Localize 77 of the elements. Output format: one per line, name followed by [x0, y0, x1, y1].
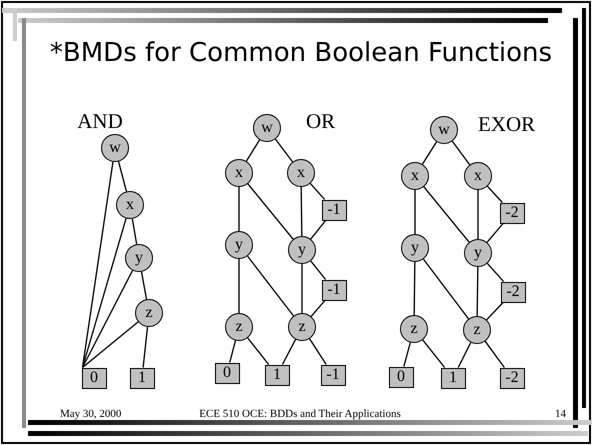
edge-line: [247, 256, 294, 316]
edge-line: [422, 258, 470, 320]
variable-node: z: [463, 316, 491, 344]
footer-title: ECE 510 OCE: BDDs and Their Applications: [199, 408, 401, 420]
terminal-node: -2: [500, 282, 526, 302]
variable-node: z: [400, 315, 428, 343]
edge-line: [484, 340, 505, 368]
edge-line: [486, 262, 504, 282]
variable-node: x: [287, 159, 315, 187]
edge-line: [238, 259, 240, 313]
edge-line: [309, 338, 327, 365]
edge-line: [142, 326, 148, 368]
terminal-node: 1: [440, 368, 466, 388]
diagram-label: EXOR: [478, 112, 536, 137]
edge-line: [310, 220, 326, 240]
variable-node: x: [464, 162, 492, 190]
variable-node: y: [464, 239, 492, 267]
terminal-node: 0: [388, 366, 414, 388]
terminal-node: -1: [322, 200, 346, 220]
edge-line: [458, 342, 472, 368]
edge-line: [246, 140, 260, 162]
variable-node: w: [253, 114, 281, 142]
variable-node: y: [125, 244, 153, 272]
variable-node: z: [288, 313, 316, 341]
variable-node: w: [101, 134, 129, 162]
edge-line: [132, 218, 138, 244]
diagram-label: AND: [77, 109, 123, 134]
edge-line: [487, 186, 503, 203]
edge-line: [82, 321, 139, 368]
edge-line: [300, 187, 302, 236]
variable-node: y: [401, 234, 429, 262]
edge-line: [310, 260, 326, 280]
edge-line: [423, 186, 470, 243]
variable-node: z: [135, 299, 163, 327]
terminal-node: 0: [214, 362, 240, 384]
terminal-node: -1: [322, 280, 346, 300]
terminal-node: 0: [82, 368, 106, 388]
edge-line: [452, 140, 470, 166]
edge-line: [486, 223, 504, 243]
edge-line: [238, 187, 240, 231]
variable-node: y: [288, 236, 316, 264]
variable-node: x: [116, 191, 144, 219]
edge-line: [486, 302, 504, 320]
edge-line: [229, 340, 236, 363]
variable-node: x: [401, 162, 429, 190]
terminal-node: -1: [320, 364, 346, 386]
edge-line: [414, 190, 416, 234]
edge-line: [477, 190, 479, 239]
edge-line: [310, 300, 326, 317]
edge-line: [247, 183, 294, 240]
edge-line: [282, 339, 296, 365]
edge-line: [82, 270, 134, 368]
page-number: 14: [555, 408, 566, 420]
footer-date: May 30, 2000: [60, 408, 122, 420]
edge-line: [140, 272, 148, 300]
edge-line: [422, 142, 438, 164]
edge-line: [403, 342, 411, 367]
edge-line: [82, 162, 114, 368]
variable-node: w: [430, 116, 458, 144]
edge-line: [310, 183, 326, 200]
slide-title: *BMDs for Common Boolean Functions: [50, 38, 552, 68]
edge-line: [476, 267, 478, 316]
terminal-node: 1: [264, 364, 290, 386]
edge-line: [82, 218, 127, 368]
edge-line: [274, 138, 294, 162]
edge-line: [118, 161, 128, 192]
terminal-node: -2: [500, 202, 524, 224]
variable-node: x: [225, 159, 253, 187]
variable-node: z: [225, 313, 253, 341]
terminal-node: -2: [500, 368, 524, 388]
edge-line: [414, 262, 416, 315]
variable-node: y: [225, 231, 253, 259]
edge-line: [247, 338, 270, 365]
diagram-label: OR: [306, 109, 336, 134]
edge-line: [301, 264, 303, 313]
edge-line: [422, 340, 446, 368]
terminal-node: 1: [130, 368, 154, 388]
